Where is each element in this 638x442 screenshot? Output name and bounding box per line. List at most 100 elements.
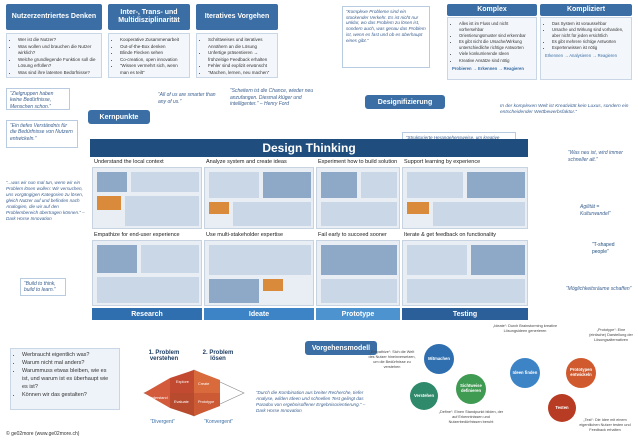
- list-item: Out-of-the-Box denken: [120, 44, 185, 51]
- photo-row1-3: [316, 167, 400, 229]
- list-item: Warum nicht mal anders?: [22, 360, 115, 368]
- phase-testing: Testing: [402, 308, 528, 320]
- phase-ideate-text: Ideate: [248, 310, 270, 318]
- quote-zielgruppen: “Zielgruppen haben keine Bedürfnisse, Me…: [6, 88, 70, 110]
- row1-label-4: Support learning by experience: [404, 159, 481, 165]
- list-item: Blinde Flecken sehen: [120, 50, 185, 57]
- quote-complex-text: “Komplexe Probleme sind ein stockender V…: [346, 9, 426, 43]
- header-multidisciplinary-text: Inter-, Trans- und Multidisziplinarität: [118, 9, 180, 24]
- phase-research: Research: [92, 308, 202, 320]
- row2-label-4: Iterate & get feedback on functionality: [404, 232, 497, 238]
- quote-smarter-text: “All of us are smarter than any of us.”: [158, 92, 216, 105]
- diamond-label-create: Create: [198, 382, 210, 386]
- quote-dark-horse-left-text: “...was wir nun mal tun, wenn wir ein Pr…: [6, 180, 85, 221]
- quote-smarter: “All of us are smarter than any of us.”: [158, 92, 218, 105]
- row2-label-2: Use multi-stakeholder expertise: [206, 232, 284, 238]
- annotation-ideate: „Ideate“: Durch Brainstorming kreative L…: [492, 324, 558, 333]
- header-kompliziert-text: Kompliziert: [566, 6, 606, 14]
- circle-ideen-finden: Ideen finden: [510, 358, 540, 388]
- list-item: Viele konkurrierende Ideen: [459, 51, 532, 57]
- quote-verstaendnis: “Ein tiefes Verständnis für die Bedürfni…: [6, 120, 78, 148]
- quote-zielgruppen-text: “Zielgruppen haben keine Bedürfnisse, Me…: [10, 91, 54, 110]
- designifizierung-note: In der komplexen Welt ist Kreativität ke…: [500, 104, 632, 116]
- vorgehensmodell-label: Vorgehensmodell: [305, 341, 377, 355]
- phase-research-text: Research: [131, 310, 163, 318]
- problem-1-label: 1. Problem verstehen: [148, 350, 180, 362]
- list-item: Kreative Ansätze sind nötig: [459, 58, 532, 64]
- list-item: Werbraucht eigentlich was?: [22, 352, 115, 360]
- kompliziert-footer: Erkennen → Analysieren → Reagieren: [545, 53, 617, 59]
- header-user-centered: Nutzerzentriertes Denken: [6, 4, 102, 30]
- annotation-empathize: „Empathize“: Sich die Welt des Nutzer hi…: [368, 350, 416, 369]
- diamond-shape-evaluate: [170, 393, 194, 416]
- diamond-label-prototype: Prototype: [198, 400, 215, 404]
- diamond-shape-create: [194, 370, 220, 393]
- quote-henry-ford-text: “Scheitern ist die Chance, wieder neu an…: [230, 88, 314, 107]
- header-user-centered-text: Nutzerzentriertes Denken: [11, 13, 97, 21]
- row2-label-1: Empathize for end-user experience: [94, 232, 180, 238]
- list-item: Können wir das gestalten?: [22, 392, 115, 400]
- diamond-label-explore: Explore: [176, 380, 189, 384]
- circle-prototypen: Prototypen entwickeln: [566, 358, 596, 388]
- design-thinking-title-text: Design Thinking: [262, 141, 356, 155]
- card-questions: Werbraucht eigentlich was? Warum nicht m…: [10, 348, 120, 410]
- konvergent-label: “Konvergent”: [204, 419, 233, 425]
- photo-row1-2: [204, 167, 314, 229]
- list-item: Unfertige präsentieren → frühzeitige Fee…: [208, 50, 273, 63]
- list-item: Wer ist die Nutzer?: [18, 37, 97, 44]
- phase-ideate: Ideate: [204, 308, 314, 320]
- card-multidisciplinary: Kooperative Zusammenarbeit Out-of-the-Bo…: [108, 33, 190, 78]
- quote-neu-alt: “Was neu ist, wird immer schneller alt.”: [568, 150, 630, 163]
- designifizierung-note-text: In der komplexen Welt ist Kreativität ke…: [500, 104, 629, 116]
- header-iterative-text: Iteratives Vorgehen: [204, 13, 270, 21]
- quote-build-to-think: “Build to think, build to learn.”: [20, 278, 66, 296]
- kernpunkte-label: Kernpunkte: [88, 110, 150, 124]
- list-item: Warummuss etwas bleiben, wie es ist, und…: [22, 368, 115, 392]
- copyright-footer: © ge02more (www.ge02more.ch): [6, 431, 80, 437]
- photo-row2-4: [402, 240, 528, 306]
- quote-moeglichkeitsraeume-text: “Möglichkeitsräume schaffen”: [566, 286, 632, 292]
- quote-agilitaet: Agilität = Kulturwandel”: [580, 204, 630, 217]
- list-item: Kooperative Zusammenarbeit: [120, 37, 185, 44]
- list-item: Es gibt nicht die Ursache/Wirkung unters…: [459, 39, 532, 51]
- circle-testen: Testen: [548, 394, 576, 422]
- divergent-label: “Divergent”: [150, 419, 175, 425]
- list-item: Schrittweises und iteratives Annähern an…: [208, 37, 273, 50]
- quote-henry-ford: “Scheitern ist die Chance, wieder neu an…: [230, 88, 330, 108]
- phase-testing-text: Testing: [452, 310, 478, 318]
- list-item: Was sind ihre latenten Bedürfnisse?: [18, 70, 97, 77]
- header-iterative: Iteratives Vorgehen: [196, 4, 278, 30]
- diamond-shape-prototype: [194, 393, 220, 416]
- vorgehensmodell-label-text: Vorgehensmodell: [311, 344, 371, 352]
- list-item: Co-creation, open innovation: [120, 57, 185, 64]
- row1-label-2: Analyze system and create ideas: [206, 159, 287, 165]
- list-item: Expertenwissen ist nötig: [552, 45, 627, 51]
- list-item: “Wissen vermehrt sich, wenn man es teilt…: [120, 63, 185, 76]
- header-multidisciplinary: Inter-, Trans- und Multidisziplinarität: [108, 4, 190, 30]
- designifizierung-label: Designifizierung: [365, 95, 445, 109]
- list-item: Orientierungsmuster sind erkennbar: [459, 33, 532, 39]
- list-item: Welche grundlegende Funktion soll die Lö…: [18, 57, 97, 70]
- list-item: Es gibt mehrere richtige Antworten: [552, 39, 627, 45]
- card-kompliziert: Das System ist voraussehbar Ursache und …: [540, 17, 632, 80]
- quote-dark-horse-left: “...was wir nun mal tun, wenn wir ein Pr…: [6, 180, 86, 222]
- phase-prototype-text: Prototype: [341, 310, 375, 318]
- photo-row2-3: [316, 240, 400, 306]
- problem-2-label: 2. Problem lösen: [202, 350, 234, 362]
- row2-label-3: Fail early to succeed sooner: [318, 232, 387, 238]
- photo-row1-4: [402, 167, 528, 229]
- annotation-define: „Define“: Einen Standpunkt bilden, der a…: [438, 410, 504, 424]
- card-user-centered: Wer ist die Nutzer? Was wollen und brauc…: [6, 33, 102, 78]
- diamond-label-understand: Understand: [148, 396, 168, 400]
- double-diamond-diagram: [143, 369, 245, 417]
- list-item: Das System ist voraussehbar: [552, 21, 627, 27]
- row1-label-3: Experiment how to build solution: [318, 159, 398, 165]
- quote-verstaendnis-text: “Ein tiefes Verständnis für die Bedürfni…: [10, 123, 73, 142]
- quote-build-to-think-text: “Build to think, build to learn.”: [24, 281, 56, 294]
- annotation-prototype: „Prototype“: Eine (einfache) Darstellung…: [589, 328, 633, 342]
- card-iterative: Schrittweises und iteratives Annähern an…: [196, 33, 278, 78]
- quote-dark-horse-bottom: “Durch die Kombination aus breiter Reche…: [256, 390, 368, 414]
- photo-row2-1: [92, 240, 202, 306]
- list-item: Alles ist im Fluss und nicht vorhersehba…: [459, 21, 532, 33]
- diamond-shape-understand: [144, 378, 170, 408]
